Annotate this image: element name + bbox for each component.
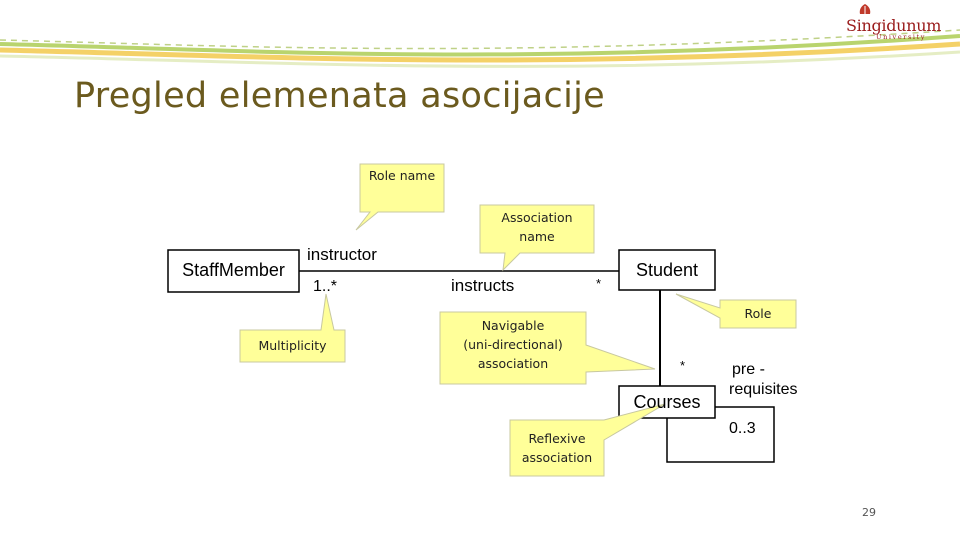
- slide-title: Pregled elemenata asocijacije: [74, 76, 605, 116]
- swoosh-light: [0, 50, 960, 68]
- callout-navigable: [439, 311, 656, 385]
- callout-reflexive-line1: Reflexive: [528, 431, 586, 446]
- callout-reflexive-text: Reflexive association: [510, 429, 604, 467]
- callout-reflexive-line2: association: [521, 450, 593, 465]
- reflexive-multiplicity-label: 0..3: [729, 420, 756, 437]
- swoosh-yellow: [0, 41, 960, 63]
- callout-association-name-line2: name: [519, 229, 555, 244]
- role-instructor-label: instructor: [307, 245, 377, 264]
- callout-association-name-text: Association name: [480, 208, 594, 246]
- callout-role-name: [355, 163, 445, 231]
- class-staff-member: StaffMember: [182, 260, 285, 280]
- staff-member-box: [167, 249, 300, 293]
- reflexive-role-label-line1: pre -: [732, 361, 765, 378]
- callout-association-name: [479, 204, 595, 272]
- reflexive-role-label-line2: requisites: [729, 381, 798, 398]
- callout-association-name-line1: Association: [501, 210, 573, 225]
- multiplicity-courses-label: *: [680, 358, 686, 373]
- callout-navigable-line1: Navigable: [481, 318, 545, 333]
- logo-name: Singidunum: [846, 16, 942, 35]
- swoosh-green: [0, 34, 960, 57]
- swoosh-dashed: [0, 29, 960, 50]
- callout-multiplicity: [239, 293, 346, 363]
- class-courses: Courses: [633, 392, 701, 412]
- callout-navigable-line3: association: [477, 356, 549, 371]
- multiplicity-staff-label: 1..*: [313, 278, 338, 295]
- header-swoosh: [0, 29, 960, 68]
- student-box: [618, 249, 716, 291]
- page-number: 29: [862, 506, 876, 519]
- reflexive-association-loop: [666, 406, 775, 463]
- callout-navigable-line2: (uni-directional): [463, 337, 563, 352]
- callout-reflexive: [509, 403, 666, 477]
- logo-subtitle: University: [876, 33, 927, 41]
- callout-role: [675, 293, 797, 329]
- callout-multiplicity-text: Multiplicity: [258, 338, 327, 353]
- logo-emblem-icon: [859, 4, 871, 14]
- callout-role-name-text: Role name: [368, 168, 436, 183]
- association-name-label: instructs: [451, 276, 515, 295]
- callout-role-text: Role: [744, 306, 772, 321]
- callout-navigable-text: Navigable (uni-directional) association: [440, 316, 586, 373]
- multiplicity-student-label: *: [596, 276, 602, 291]
- class-student: Student: [635, 260, 699, 280]
